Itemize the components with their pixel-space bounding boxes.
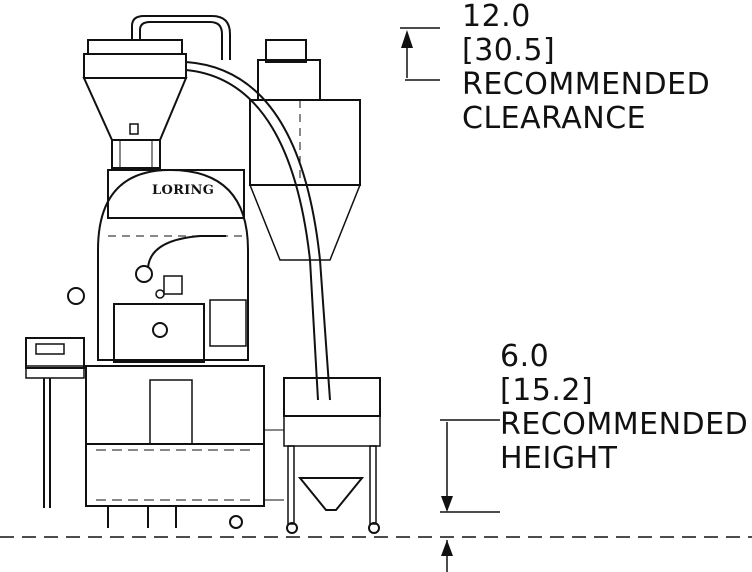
lower-arrowhead: [441, 540, 453, 556]
height-inches: 6.0: [500, 339, 550, 374]
hopper: [82, 39, 188, 169]
cyclone: [248, 39, 362, 261]
sight-glass-icon: [135, 265, 153, 283]
height-label-line1: RECOMMENDED: [500, 407, 749, 442]
cooling-base: [43, 365, 265, 529]
clearance-label-line2: CLEARANCE: [462, 101, 647, 136]
clearance-arrowhead: [401, 30, 413, 48]
clearance-label-line1: RECOMMENDED: [462, 67, 711, 102]
gauge-icon: [67, 287, 85, 305]
height-cm: [15.2]: [500, 373, 594, 408]
clearance-annotation: 12.0 [30.5] RECOMMENDED CLEARANCE: [462, 0, 710, 136]
roaster-body: [97, 168, 249, 363]
loring-logo: LORING: [152, 183, 215, 198]
chaff-cart: [264, 377, 381, 534]
control-panel: [25, 287, 85, 379]
height-annotation: 6.0 [15.2] RECOMMENDED HEIGHT: [500, 340, 748, 476]
clearance-cm: [30.5]: [462, 33, 556, 68]
clearance-inches: 12.0: [462, 0, 531, 34]
height-label-line2: HEIGHT: [500, 441, 618, 476]
height-arrowhead: [441, 496, 453, 512]
loader-pipe: [131, 15, 331, 401]
